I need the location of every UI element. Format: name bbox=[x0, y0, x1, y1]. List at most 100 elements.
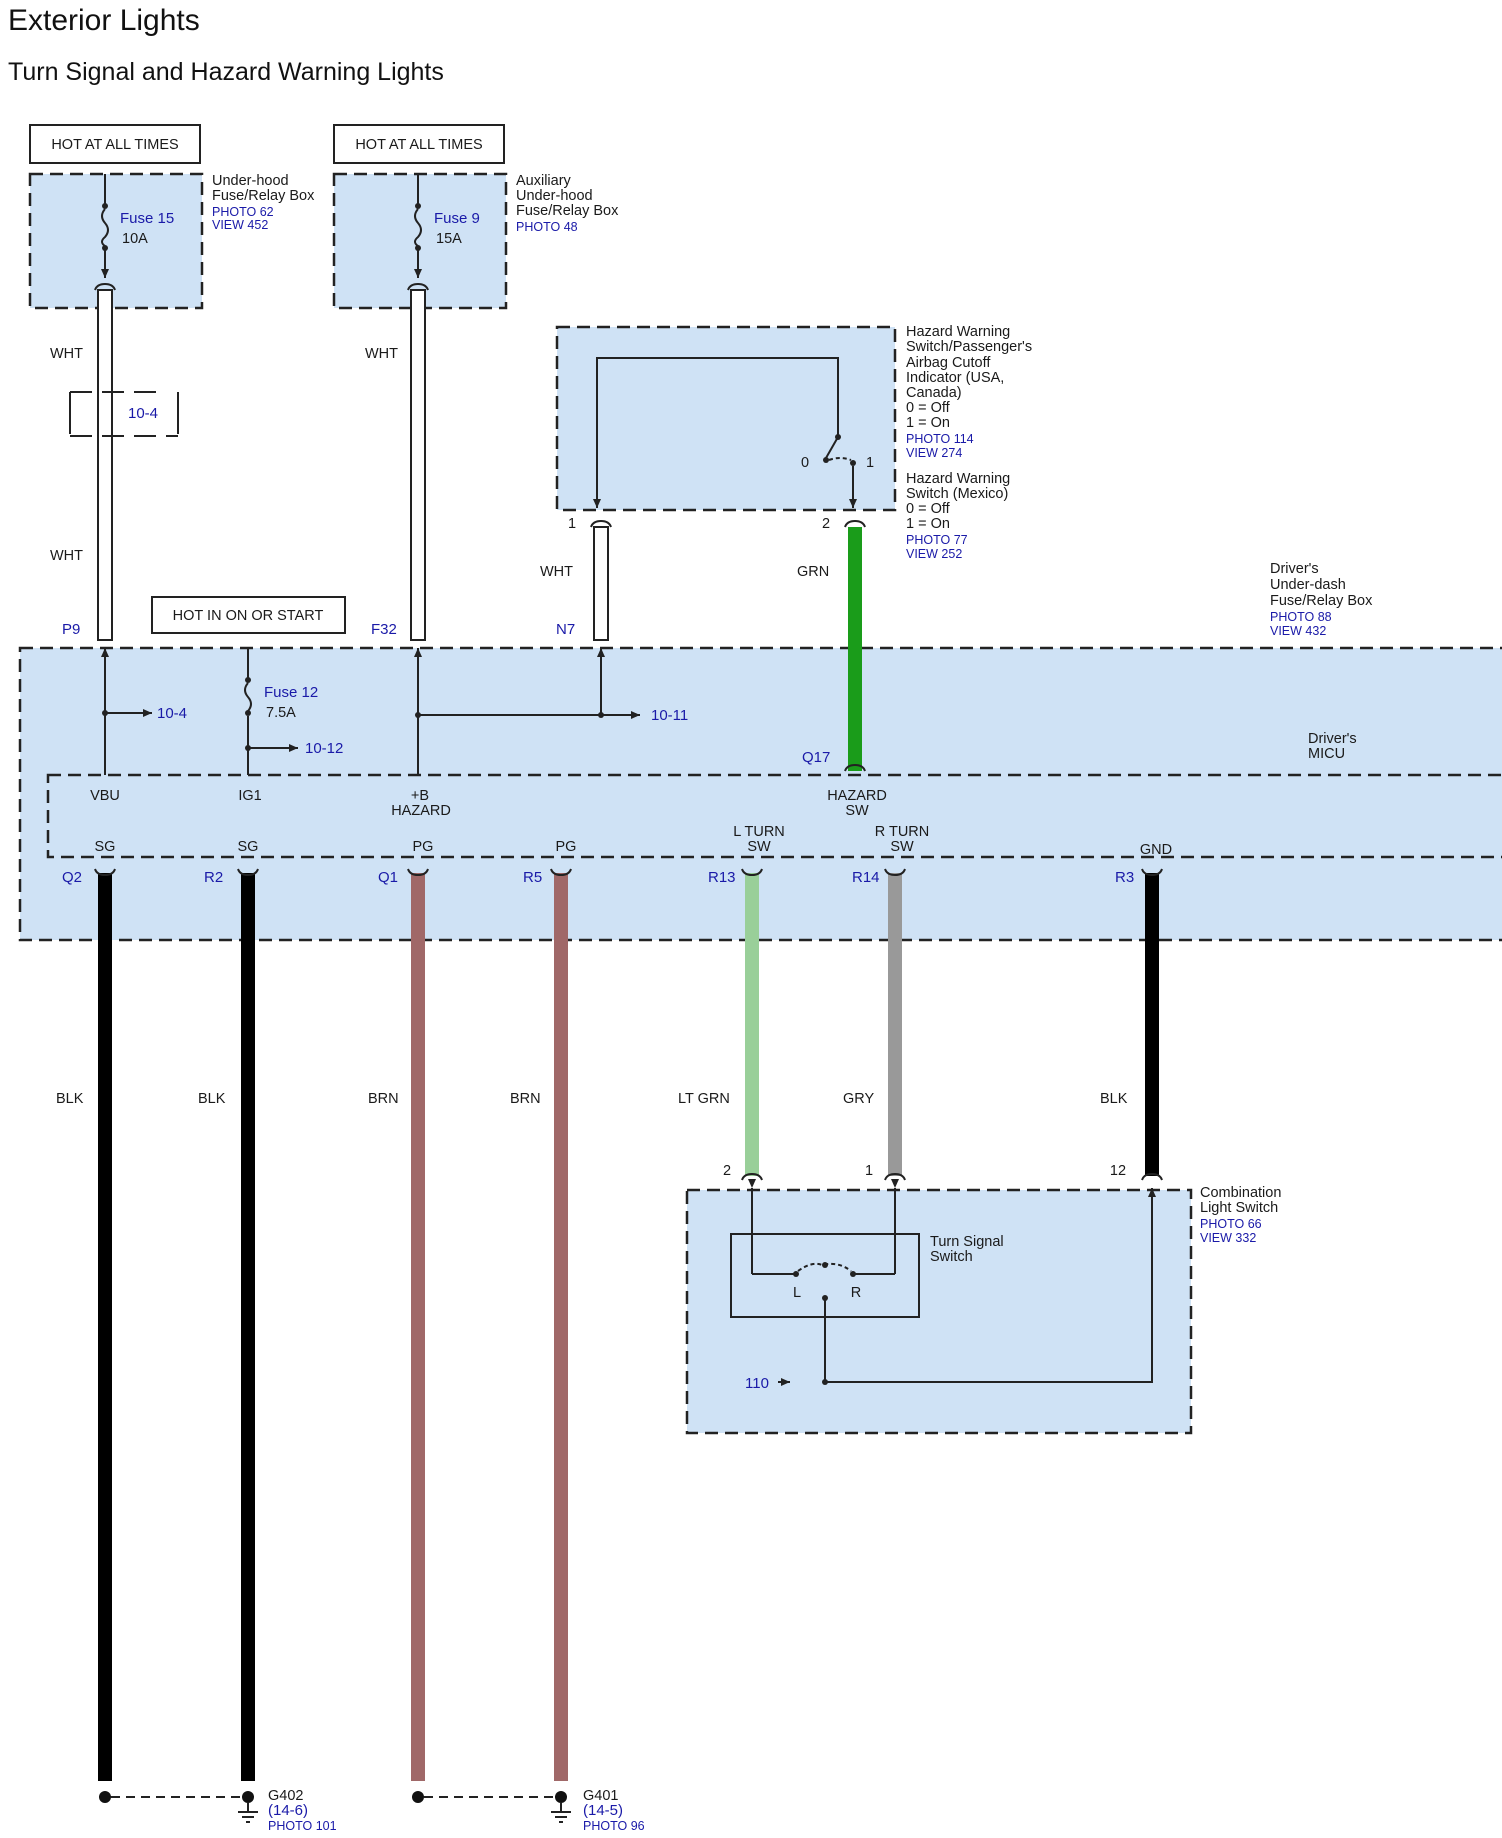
term-sg-2: SG bbox=[238, 839, 259, 855]
ref-10-4-b[interactable]: 10-4 bbox=[157, 705, 187, 722]
term-rturn-2: SW bbox=[890, 839, 914, 855]
hazard-photo114-link[interactable]: PHOTO 114 bbox=[906, 432, 974, 446]
svg-text:Under-dash: Under-dash bbox=[1270, 577, 1346, 593]
hazard-pin-1: 1 bbox=[568, 516, 576, 532]
aux-box-name-3: Fuse/Relay Box bbox=[516, 203, 619, 219]
ref-10-4-a[interactable]: 10-4 bbox=[128, 405, 158, 422]
svg-text:10A: 10A bbox=[122, 231, 148, 247]
ground-g401-photo[interactable]: PHOTO 96 bbox=[583, 1819, 645, 1833]
wire-label-brn-2: BRN bbox=[510, 1091, 541, 1107]
combination-light-switch-box bbox=[685, 1179, 1193, 1435]
ground-g401-label: G401 bbox=[583, 1788, 618, 1804]
ground-g402-label: G402 bbox=[268, 1788, 303, 1804]
svg-text:Driver's: Driver's bbox=[1270, 561, 1319, 577]
ref-10-12[interactable]: 10-12 bbox=[305, 740, 343, 757]
hot-label-3: HOT IN ON OR START bbox=[151, 596, 346, 634]
turn-switch-r: R bbox=[851, 1285, 861, 1301]
pin-f32: F32 bbox=[371, 621, 397, 638]
svg-text:Fuse/Relay Box: Fuse/Relay Box bbox=[1270, 593, 1373, 609]
wire-wht-3 bbox=[593, 526, 609, 641]
wire-wht-1 bbox=[97, 289, 113, 641]
combo-pin-1: 1 bbox=[865, 1163, 873, 1179]
micu-internal-lines bbox=[102, 648, 640, 775]
term-ig1: IG1 bbox=[238, 788, 261, 804]
wire-label-ltgrn: LT GRN bbox=[678, 1091, 730, 1107]
pin-p9: P9 bbox=[62, 621, 80, 638]
wire-label-blk-3: BLK bbox=[1100, 1091, 1128, 1107]
drivers-view432-link[interactable]: VIEW 432 bbox=[1270, 624, 1326, 638]
page-title: Exterior Lights bbox=[8, 4, 200, 37]
wire-brn-2 bbox=[554, 873, 568, 1781]
wire-blk-1 bbox=[98, 873, 112, 1781]
ref-110[interactable]: 110 bbox=[745, 1375, 769, 1392]
page-subtitle: Turn Signal and Hazard Warning Lights bbox=[8, 58, 444, 86]
svg-text:0 = Off: 0 = Off bbox=[906, 400, 951, 416]
term-hazard-sw-1: HAZARD bbox=[827, 788, 887, 804]
wire-label-grn: GRN bbox=[797, 564, 829, 580]
svg-text:MICU: MICU bbox=[1308, 746, 1345, 762]
svg-text:Indicator (USA,: Indicator (USA, bbox=[906, 370, 1004, 386]
hazard-switch-box: 0 1 bbox=[555, 325, 897, 512]
underhood-view-link[interactable]: VIEW 452 bbox=[212, 218, 268, 232]
underhood-photo-link[interactable]: PHOTO 62 bbox=[212, 205, 274, 219]
svg-text:Hazard Warning: Hazard Warning bbox=[906, 471, 1010, 487]
term-lturn-2: SW bbox=[747, 839, 771, 855]
hazard-pin-2: 2 bbox=[822, 516, 830, 532]
turn-signal-switch-label-2: Switch bbox=[930, 1249, 973, 1265]
wire-label-wht-1: WHT bbox=[50, 346, 83, 362]
term-pg-1: PG bbox=[413, 839, 434, 855]
hot-label-2: HOT AT ALL TIMES bbox=[333, 124, 505, 164]
combo-photo66-link[interactable]: PHOTO 66 bbox=[1200, 1217, 1262, 1231]
ground-g401-ref[interactable]: (14-5) bbox=[583, 1802, 623, 1819]
svg-text:HOT AT ALL TIMES: HOT AT ALL TIMES bbox=[355, 137, 482, 153]
pin-r13: R13 bbox=[708, 869, 736, 886]
turn-signal-switch-label-1: Turn Signal bbox=[930, 1234, 1004, 1250]
term-hazard-sw-2: SW bbox=[845, 803, 869, 819]
aux-fuse-box: Fuse 9 15A bbox=[332, 172, 508, 310]
svg-text:Airbag Cutoff: Airbag Cutoff bbox=[906, 355, 991, 371]
hazard-photo77-link[interactable]: PHOTO 77 bbox=[906, 533, 968, 547]
combo-switch-name-1: Combination bbox=[1200, 1185, 1281, 1201]
wire-label-blk-2: BLK bbox=[198, 1091, 226, 1107]
ground-g402-photo[interactable]: PHOTO 101 bbox=[268, 1819, 337, 1833]
svg-text:Switch/Passenger's: Switch/Passenger's bbox=[906, 339, 1032, 355]
hazard-view274-link[interactable]: VIEW 274 bbox=[906, 446, 962, 460]
svg-text:HOT IN ON OR START: HOT IN ON OR START bbox=[173, 608, 324, 624]
svg-text:1 = On: 1 = On bbox=[906, 516, 950, 532]
pin-n7: N7 bbox=[556, 621, 575, 638]
svg-text:Switch (Mexico): Switch (Mexico) bbox=[906, 486, 1008, 502]
switch-pos-0: 0 bbox=[801, 455, 809, 471]
wire-label-gry: GRY bbox=[843, 1091, 874, 1107]
drivers-box-labels: Driver's Under-dash Fuse/Relay Box PHOTO… bbox=[1270, 561, 1373, 762]
ref-10-11[interactable]: 10-11 bbox=[651, 707, 688, 724]
wire-grn bbox=[848, 527, 862, 771]
aux-photo-link[interactable]: PHOTO 48 bbox=[516, 220, 578, 234]
turn-switch-l: L bbox=[793, 1285, 801, 1301]
svg-text:HOT AT ALL TIMES: HOT AT ALL TIMES bbox=[51, 137, 178, 153]
drivers-underdash-box bbox=[18, 646, 1502, 942]
pin-r5: R5 bbox=[523, 869, 542, 886]
pin-q1: Q1 bbox=[378, 869, 398, 886]
wire-wht-2 bbox=[410, 289, 426, 641]
wire-blk-3 bbox=[1145, 873, 1159, 1176]
hot-label-1: HOT AT ALL TIMES bbox=[29, 124, 201, 164]
combo-view332-link[interactable]: VIEW 332 bbox=[1200, 1231, 1256, 1245]
combo-pin-12: 12 bbox=[1110, 1163, 1126, 1179]
wires bbox=[97, 289, 1159, 1781]
wire-label-wht-2: WHT bbox=[50, 548, 83, 564]
wire-label-wht-3: WHT bbox=[365, 346, 398, 362]
term-pg-2: PG bbox=[556, 839, 577, 855]
ground-g402-ref[interactable]: (14-6) bbox=[268, 1802, 308, 1819]
drivers-photo88-link[interactable]: PHOTO 88 bbox=[1270, 610, 1332, 624]
wire-label-brn-1: BRN bbox=[368, 1091, 399, 1107]
pin-q2: Q2 bbox=[62, 869, 82, 886]
pin-r2: R2 bbox=[204, 869, 223, 886]
term-hazard: HAZARD bbox=[391, 803, 451, 819]
hazard-view252-link[interactable]: VIEW 252 bbox=[906, 547, 962, 561]
wire-label-blk-1: BLK bbox=[56, 1091, 84, 1107]
pin-q17: Q17 bbox=[802, 749, 830, 766]
pin-r14: R14 bbox=[852, 869, 880, 886]
aux-box-name-2: Under-hood bbox=[516, 188, 593, 204]
svg-text:1 = On: 1 = On bbox=[906, 415, 950, 431]
